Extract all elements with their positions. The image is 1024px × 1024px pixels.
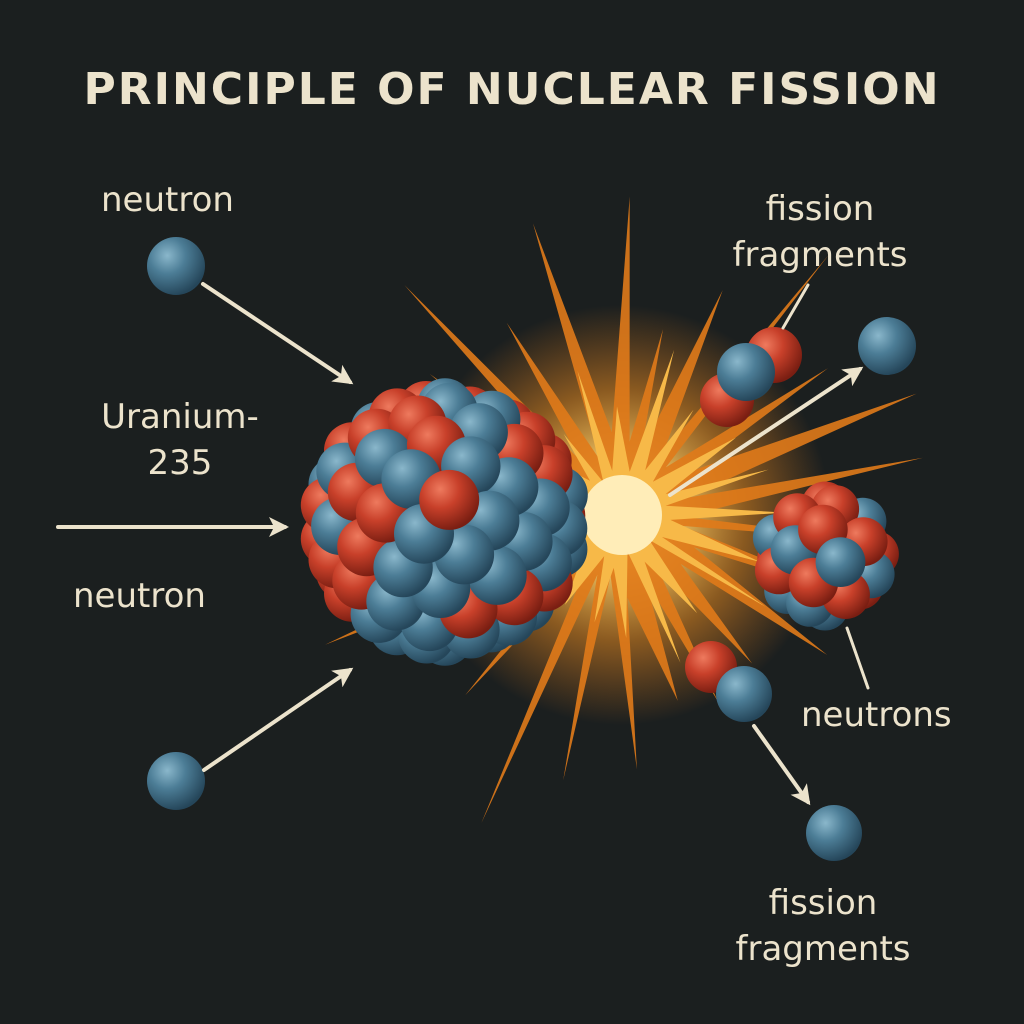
proton-particle — [419, 469, 480, 530]
neutron-particle — [716, 666, 772, 722]
fission-fragment-nucleus — [752, 481, 899, 631]
label-uranium-235: Uranium- 235 — [70, 394, 290, 486]
label-uranium-line1: Uranium- — [101, 397, 259, 437]
arrow-neutron-out-top — [668, 366, 864, 497]
arrow-neutron-in-top — [201, 282, 354, 385]
uranium-235-nucleus — [300, 378, 588, 666]
label-fragments-bottom-line2: fragments — [735, 929, 911, 969]
neutron-particle — [815, 537, 866, 587]
released-neutron-top — [858, 317, 916, 375]
incoming-neutron-top — [147, 237, 205, 295]
fission-fragment-bottom — [685, 641, 772, 722]
label-fragments-top-line2: fragments — [732, 235, 908, 275]
label-fragments-bottom-line1: fission — [768, 883, 878, 923]
label-fission-fragments-bottom: fission fragments — [718, 880, 928, 972]
label-neutron-top: neutron — [101, 180, 234, 220]
label-neutron-middle: neutron — [73, 576, 206, 616]
incoming-neutron-bottom — [147, 752, 205, 810]
leader-fragments-top — [781, 283, 810, 330]
released-neutron-bottom — [806, 805, 862, 861]
neutron-particle — [717, 343, 775, 401]
label-fragments-top-line1: fission — [765, 189, 875, 229]
diagram-title: PRINCIPLE OF NUCLEAR FISSION — [83, 64, 941, 115]
label-fission-fragments-top: fission fragments — [715, 186, 925, 278]
label-neutrons: neutrons — [801, 695, 952, 735]
leader-neutrons — [845, 626, 870, 690]
fission-fragment-top — [700, 327, 802, 427]
arrow-neutron-out-bottom — [752, 724, 811, 806]
burst-core — [582, 475, 662, 555]
arrow-neutron-in-bottom — [202, 667, 354, 772]
label-uranium-line2: 235 — [147, 443, 213, 483]
